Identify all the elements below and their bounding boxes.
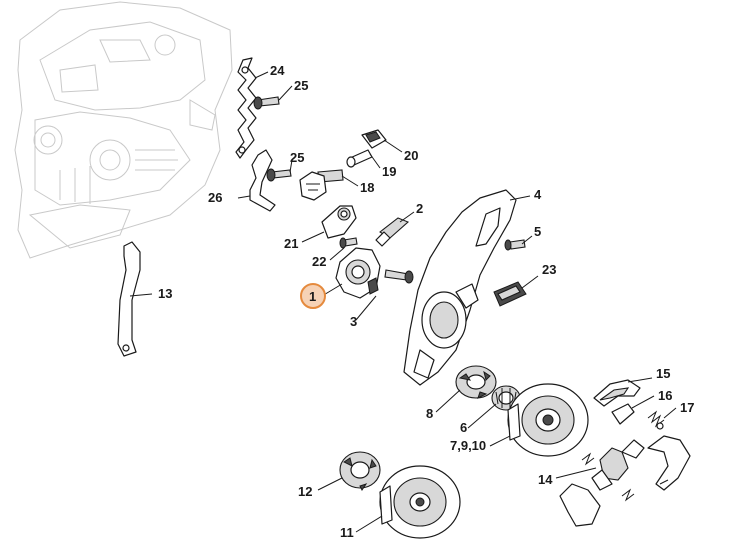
part-5-screw	[504, 239, 526, 251]
part-17-spring	[647, 410, 665, 430]
callout-16: 16	[658, 388, 672, 403]
callout-25-upper: 25	[294, 78, 308, 93]
callout-6: 6	[460, 420, 467, 435]
part-26-bracket	[249, 149, 276, 212]
callout-labels: 24 25 20 19 25 18 26 2 4 5 21 22 23 13 1…	[158, 63, 694, 540]
callout-3: 3	[350, 314, 357, 329]
callout-5: 5	[534, 224, 541, 239]
callout-17: 17	[680, 400, 694, 415]
part-25-screw-lower	[266, 168, 292, 182]
callout-20: 20	[404, 148, 418, 163]
part-11-drum	[379, 465, 461, 539]
part-22-screw	[339, 237, 358, 249]
callout-13: 13	[158, 286, 172, 301]
callout-11: 11	[340, 525, 354, 540]
callout-26: 26	[208, 190, 222, 205]
engine-housing-ghost	[14, 1, 233, 259]
callout-14: 14	[538, 472, 553, 487]
callout-1-highlight	[300, 283, 326, 309]
part-7-9-10-clutch-drum	[507, 383, 589, 457]
callout-4: 4	[534, 187, 542, 202]
callout-7-9-10: 7,9,10	[450, 438, 486, 453]
part-pump-screw	[384, 269, 414, 284]
part-2-hose	[375, 217, 410, 247]
part-19-pin	[346, 149, 373, 168]
part-20-clip	[361, 129, 387, 149]
part-24-plate	[235, 57, 257, 159]
callout-24: 24	[270, 63, 285, 78]
callout-22: 22	[312, 254, 326, 269]
part-16-spring-clip	[611, 403, 635, 425]
callout-18: 18	[360, 180, 374, 195]
part-1-oil-pump	[335, 247, 381, 299]
callout-8: 8	[426, 406, 433, 421]
callout-12: 12	[298, 484, 312, 499]
part-25-screw-upper	[253, 96, 280, 110]
callout-23: 23	[542, 262, 556, 277]
callout-21: 21	[284, 236, 298, 251]
part-12-rim-sprocket	[339, 451, 381, 491]
part-18-adjuster	[299, 169, 344, 201]
part-15-shoe	[593, 379, 641, 407]
leader-lines	[129, 71, 677, 533]
part-8-sprocket	[455, 365, 497, 399]
part-14-clutch-carrier	[559, 435, 691, 527]
callout-25-lower: 25	[290, 150, 304, 165]
callout-19: 19	[382, 164, 396, 179]
callout-1: 1	[309, 289, 316, 304]
part-13-lever	[117, 241, 141, 357]
part-4-guard-plate	[403, 189, 517, 386]
callout-2: 2	[416, 201, 423, 216]
part-21-housing	[321, 205, 357, 239]
callout-15: 15	[656, 366, 670, 381]
part-23-catcher	[493, 281, 527, 307]
